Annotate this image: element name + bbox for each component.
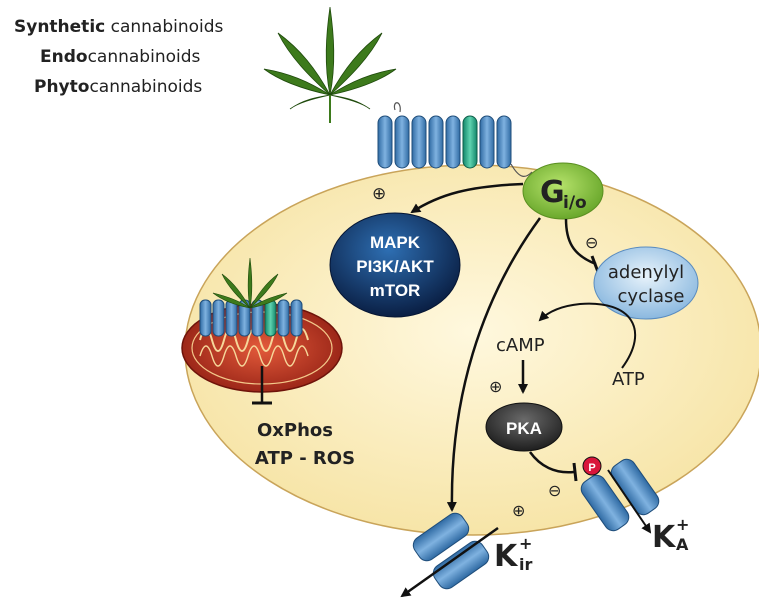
inhibit-bar-ac <box>590 255 600 273</box>
kir-superscript: + <box>519 534 532 553</box>
atp-label: ATP <box>612 369 645 390</box>
camp-label: cAMP <box>496 335 545 356</box>
kir-label: K <box>494 539 519 574</box>
ka-channel: P <box>580 456 660 534</box>
inhibit-bar-ka <box>572 462 578 482</box>
inhibit-pka-to-ka <box>528 451 575 474</box>
oxphos-line1: OxPhos <box>257 420 333 441</box>
plus-sign-mapk: ⊕ <box>372 184 386 204</box>
ka-superscript: + <box>676 515 689 534</box>
oxphos-line2: ATP - ROS <box>255 448 355 469</box>
cannabis-leaf-small-icon <box>212 257 288 309</box>
phospho-site <box>582 456 602 476</box>
arrow-g-to-mapk <box>410 182 524 214</box>
mapk-line1: MAPK <box>370 233 421 252</box>
cannabis-leaf-icon <box>263 6 397 123</box>
mapk-line2: PI3K/AKT <box>356 257 434 276</box>
minus-sign-ac: ⊖ <box>585 233 598 252</box>
phospho-label: P <box>588 462 595 474</box>
ac-line2: cyclase <box>618 286 685 307</box>
plus-sign-pka: ⊕ <box>489 377 502 396</box>
inhibit-g-to-ac <box>564 218 597 266</box>
legend-endo: Endocannabinoids <box>40 47 201 67</box>
pka-label: PKA <box>506 419 542 438</box>
kir-subscript: ir <box>519 555 532 574</box>
g-protein-label: G <box>540 175 565 210</box>
kir-channel <box>400 512 499 598</box>
mito-cannabinoid-receptor <box>199 299 303 337</box>
ka-subscript: A <box>676 535 689 554</box>
mapk-node: MAPK PI3K/AKT mTOR <box>329 212 461 318</box>
arrow-g-to-kir <box>446 217 542 512</box>
g-protein-subscript: i/o <box>563 193 587 213</box>
arrow-atp-to-camp <box>538 302 637 369</box>
pka-node: PKA <box>485 402 563 452</box>
minus-sign-ka: ⊖ <box>548 481 561 500</box>
legend-phyto: Phytocannabinoids <box>34 77 202 97</box>
cannabinoid-receptor <box>377 102 533 177</box>
plus-sign-kir: ⊕ <box>512 501 525 520</box>
g-protein-node: G i/o <box>522 162 604 220</box>
ac-line1: adenylyl <box>608 262 684 283</box>
adenylyl-cyclase-node: adenylyl cyclase <box>593 246 699 320</box>
ka-label: K <box>652 520 677 555</box>
legend-synthetic: Synthetic cannabinoids <box>14 17 224 37</box>
mapk-line3: mTOR <box>370 281 421 300</box>
